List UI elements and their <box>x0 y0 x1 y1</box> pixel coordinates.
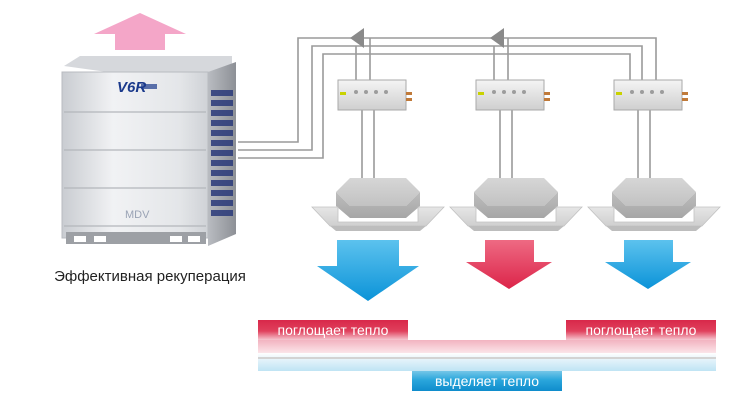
flow-arrow-right <box>490 28 504 48</box>
indoor-unit-1 <box>311 79 445 231</box>
cool-air-arrow-1 <box>317 240 419 301</box>
label-absorbs-heat-right: поглощает тепло <box>566 320 716 340</box>
cool-air-arrow-3 <box>605 240 691 289</box>
outdoor-brand-logo: V6R <box>117 79 146 96</box>
heat-air-arrow-2 <box>466 240 552 289</box>
refrigerant-piping <box>238 37 657 180</box>
exhaust-arrow <box>94 13 186 50</box>
outdoor-unit: V6R MDV <box>61 56 236 246</box>
diagram-caption: Эффективная рекуперация <box>54 268 246 285</box>
heat-release-band <box>258 353 716 371</box>
outdoor-brand-sub: MDV <box>125 209 150 221</box>
flow-arrow-left <box>350 28 364 48</box>
label-absorbs-heat-left: поглощает тепло <box>258 320 408 340</box>
indoor-unit-3 <box>587 79 721 231</box>
band-divider <box>258 357 716 359</box>
label-releases-heat: выделяет тепло <box>412 371 562 391</box>
indoor-unit-2 <box>449 79 583 231</box>
